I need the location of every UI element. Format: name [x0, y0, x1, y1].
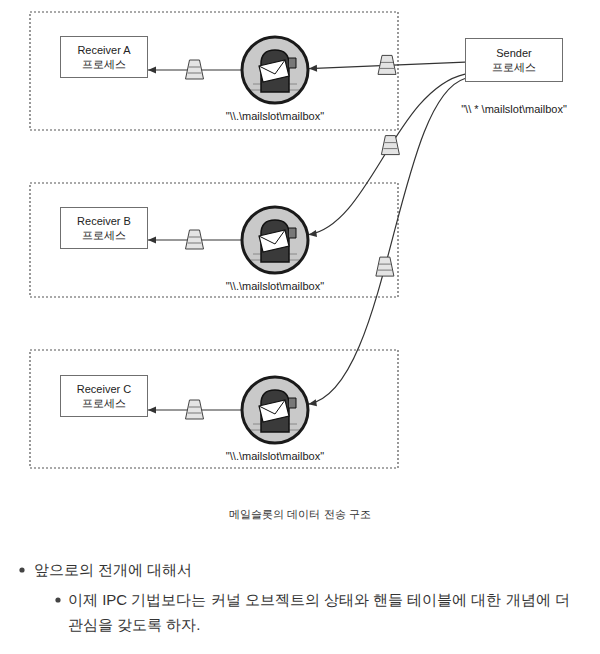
envelope-flap	[259, 60, 285, 74]
envelope	[259, 400, 289, 422]
arrowhead	[308, 399, 316, 406]
arrowhead	[148, 407, 156, 414]
envelope-flap	[259, 400, 285, 414]
message-paper	[378, 55, 396, 74]
circle-outline	[242, 377, 308, 443]
node-text: Receiver B	[77, 214, 131, 228]
message-line	[188, 407, 202, 413]
circle-outline	[242, 37, 308, 103]
node-text: 프로세스	[82, 228, 126, 242]
message-icon	[186, 230, 204, 249]
mailslot-icon: "\\.\mailslot\mailbox"	[239, 34, 311, 106]
mailbox-flag	[289, 228, 296, 238]
connector-line	[308, 78, 465, 404]
figure-caption: 메일슬롯의 데이터 전송 구조	[0, 507, 600, 522]
bullet-dot	[55, 597, 60, 602]
arrowhead	[309, 65, 317, 72]
arrowhead	[309, 230, 317, 237]
message-icon	[378, 55, 396, 74]
message-paper	[186, 60, 204, 79]
bullet-text: 이제 IPC 기법보다는 커널 오브젝트의 상태와 핸들 테이블에 대한 개념에…	[68, 587, 583, 637]
receiver-box: Receiver A프로세스	[60, 36, 148, 78]
envelope	[259, 230, 289, 252]
arrowhead	[148, 67, 156, 74]
node-caption: "\\.\mailslot\mailbox"	[224, 110, 326, 123]
message-icon	[376, 257, 394, 276]
node-text: Receiver A	[77, 43, 130, 57]
message-paper	[376, 257, 394, 276]
message-icon	[186, 60, 204, 79]
circle-outline	[242, 207, 308, 273]
message-line	[188, 237, 202, 243]
mailslot-icon: "\\.\mailslot\mailbox"	[239, 374, 311, 446]
node-text: 프로세스	[82, 57, 126, 71]
mailbox-circle	[239, 204, 311, 276]
sender-box: Sender프로세스"\\ * \mailslot\mailbox"	[465, 38, 563, 82]
process-boundary	[30, 183, 398, 297]
node-text: Receiver C	[77, 382, 131, 396]
node-text: Sender	[496, 46, 531, 60]
message-line	[378, 264, 392, 270]
node-text: 프로세스	[82, 396, 126, 410]
node-text: 프로세스	[492, 60, 536, 74]
message-line	[383, 143, 397, 149]
message-paper	[186, 230, 204, 249]
message-paper	[381, 136, 399, 155]
node-caption: "\\.\mailslot\mailbox"	[224, 450, 326, 463]
node-caption: "\\.\mailslot\mailbox"	[224, 280, 326, 293]
message-icon	[381, 136, 399, 155]
message-line	[188, 67, 202, 73]
message-line	[380, 62, 394, 68]
mailslot-icon: "\\.\mailslot\mailbox"	[239, 204, 311, 276]
mailbox-circle	[239, 34, 311, 106]
arrowhead	[148, 237, 156, 244]
process-boundary	[30, 12, 398, 130]
envelope-flap	[259, 230, 285, 244]
message-paper	[186, 400, 204, 419]
mailbox-circle	[239, 374, 311, 446]
receiver-box: Receiver B프로세스	[60, 207, 148, 249]
receiver-box: Receiver C프로세스	[60, 375, 148, 417]
mailbox-flag	[289, 58, 296, 68]
envelope	[259, 60, 289, 82]
mailbox-flag	[289, 398, 296, 408]
bullet-text: 앞으로의 전개에 대해서	[34, 557, 574, 582]
node-caption: "\\ * \mailslot\mailbox"	[459, 103, 569, 116]
process-boundary	[30, 350, 398, 468]
connector	[308, 78, 465, 406]
message-icon	[186, 400, 204, 419]
bullet-dot	[19, 567, 24, 572]
